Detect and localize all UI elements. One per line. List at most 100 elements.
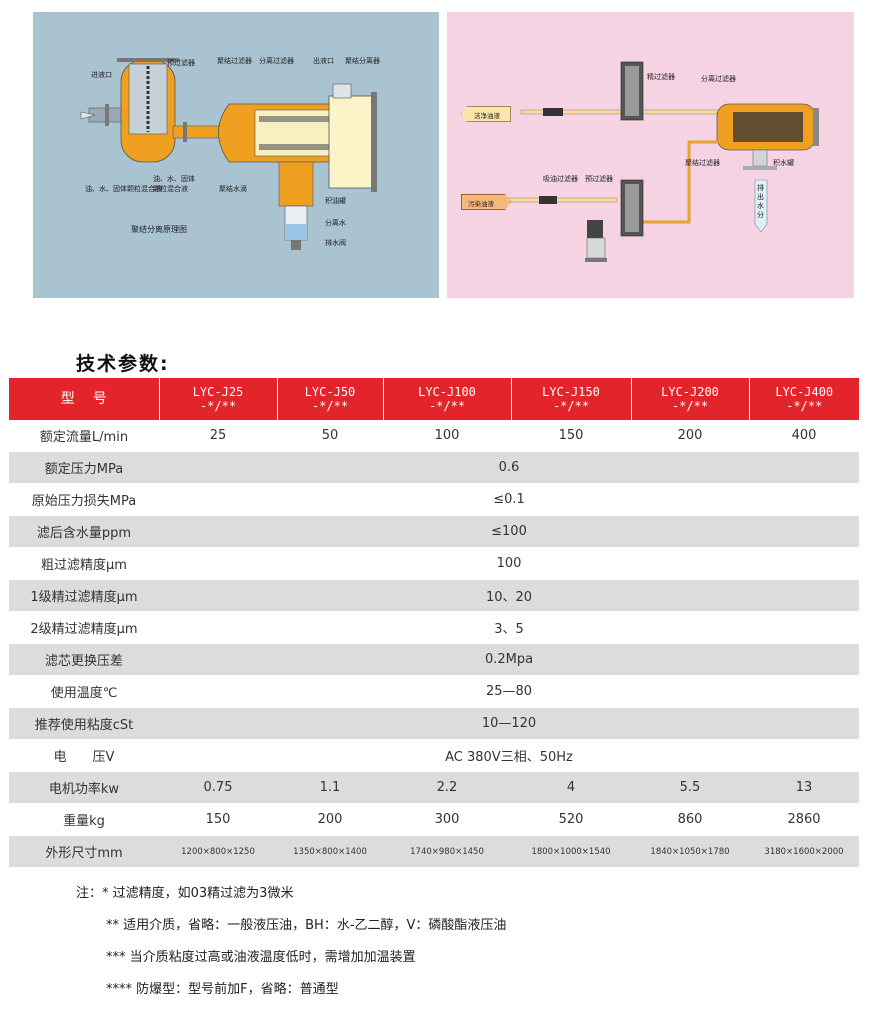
label-inlet: 进液口 <box>91 71 112 79</box>
label-fine-filter: 精过滤器 <box>647 73 675 81</box>
table-row: 2级精过滤精度μm 3、5 <box>9 611 859 644</box>
table-cell: 1840×1050×1780 <box>631 835 749 868</box>
model-header-label: 型号 <box>9 378 160 420</box>
table-cell: 1800×1000×1540 <box>511 835 631 868</box>
table-cell: 860 <box>631 803 749 836</box>
model-header-j100: LYC-J100-*/** <box>383 378 512 420</box>
table-cell-merged: AC 380V三相、50Hz <box>159 739 859 772</box>
note-3: *** 当介质粘度过高或油液温度低时，需增加加温装置 <box>106 950 416 965</box>
table-cell: 4 <box>511 771 631 804</box>
model-header-j150: LYC-J150-*/** <box>511 378 632 420</box>
label-separate-filter-right: 分离过滤器 <box>701 75 736 83</box>
table-cell: 13 <box>749 771 859 804</box>
label-dirty-oil: 污染油液 <box>468 200 494 208</box>
table-header-row: 型号 LYC-J25-*/** LYC-J50-*/** LYC-J100-*/… <box>9 378 859 420</box>
system-flow-diagram: 洁净油液 污染油液 精过滤器 分离过滤器 聚结过滤器 积水罐 排出水分 吸油过滤… <box>447 12 854 298</box>
table-row: 滤后含水量ppm ≤100 <box>9 515 859 548</box>
row-label: 电 压V <box>9 739 159 772</box>
row-label: 滤芯更换压差 <box>9 643 159 676</box>
row-label: 重量kg <box>9 803 159 836</box>
table-cell-merged: 3、5 <box>159 611 859 644</box>
table-cell-merged: 25—80 <box>159 675 859 708</box>
row-label: 额定流量L/min <box>9 420 159 452</box>
row-label: 粗过滤精度μm <box>9 547 159 580</box>
row-label: 滤后含水量ppm <box>9 515 159 548</box>
table-cell: 1350×800×1400 <box>277 835 383 868</box>
table-cell: 3180×1600×2000 <box>749 835 859 868</box>
model-header-j25: LYC-J25-*/** <box>159 378 278 420</box>
system-flow-illustration <box>506 61 819 262</box>
table-cell: 2.2 <box>383 771 511 804</box>
model-header-j50: LYC-J50-*/** <box>277 378 384 420</box>
label-coalesce-filter: 聚结过滤器 <box>217 57 252 65</box>
label-drain-out: 排出水分 <box>757 184 764 219</box>
table-cell-merged: 10—120 <box>159 707 859 740</box>
table-row: 原始压力损失MPa ≤0.1 <box>9 483 859 516</box>
row-label: 使用温度℃ <box>9 675 159 708</box>
note-2: ** 适用介质，省略：一般液压油，BH：水-乙二醇，V：磷酸酯液压油 <box>106 918 507 933</box>
label-separate-filter: 分离过滤器 <box>259 57 294 65</box>
label-coalesce-filter-right: 聚结过滤器 <box>685 159 720 167</box>
row-label: 电机功率kw <box>9 771 159 804</box>
table-cell: 0.75 <box>159 771 277 804</box>
row-label: 外形尺寸mm <box>9 835 159 868</box>
table-cell: 200 <box>277 803 383 836</box>
label-pre-filter-right: 预过滤器 <box>585 175 613 183</box>
label-water-drop: 聚结水滴 <box>219 185 247 193</box>
label-mixture-1: 油、水、固体颗粒混合液 <box>85 185 162 193</box>
table-row: 额定压力MPa 0.6 <box>9 451 859 484</box>
row-label: 推荐使用粘度cSt <box>9 707 159 740</box>
table-cell: 100 <box>383 420 511 452</box>
table-cell: 1740×980×1450 <box>383 835 511 868</box>
table-row: 推荐使用粘度cSt 10—120 <box>9 707 859 740</box>
table-row: 外形尺寸mm 1200×800×1250 1350×800×1400 1740×… <box>9 835 859 868</box>
table-cell: 150 <box>511 420 631 452</box>
label-mixture-2: 油、水、固体颗粒混合液 <box>153 175 195 193</box>
coalescing-separator-illustration <box>80 58 377 250</box>
row-label: 原始压力损失MPa <box>9 483 159 516</box>
table-cell: 300 <box>383 803 511 836</box>
clean-oil-arrow: 洁净油液 <box>461 106 511 122</box>
label-drain-valve: 排水阀 <box>325 239 346 247</box>
table-row: 粗过滤精度μm 100 <box>9 547 859 580</box>
label-suction-filter: 吸油过滤器 <box>543 175 578 183</box>
label-separated-water: 分离水 <box>325 219 346 227</box>
table-cell-merged: 0.2Mpa <box>159 643 859 676</box>
model-header-j400: LYC-J400-*/** <box>749 378 859 420</box>
label-coalesce-separator: 聚结分离器 <box>345 57 380 65</box>
tech-spec-table: 型号 LYC-J25-*/** LYC-J50-*/** LYC-J100-*/… <box>9 378 859 868</box>
table-cell: 400 <box>749 420 859 452</box>
model-header-j200: LYC-J200-*/** <box>631 378 750 420</box>
diagram-caption: 聚结分离原理图 <box>131 225 187 234</box>
row-label: 额定压力MPa <box>9 451 159 484</box>
label-clean-oil: 洁净油液 <box>474 112 500 120</box>
table-cell: 1200×800×1250 <box>159 835 277 868</box>
row-label: 1级精过滤精度μm <box>9 579 159 612</box>
section-title: 技术参数: <box>76 353 170 375</box>
table-cell: 5.5 <box>631 771 749 804</box>
table-row: 重量kg 150 200 300 520 860 2860 <box>9 803 859 836</box>
table-cell: 150 <box>159 803 277 836</box>
dirty-oil-arrow: 污染油液 <box>461 194 511 210</box>
row-label: 2级精过滤精度μm <box>9 611 159 644</box>
table-cell-merged: 10、20 <box>159 579 859 612</box>
table-cell: 2860 <box>749 803 859 836</box>
table-cell-merged: ≤0.1 <box>159 483 859 516</box>
label-water-tank: 积水罐 <box>773 159 794 167</box>
table-row: 电 压V AC 380V三相、50Hz <box>9 739 859 772</box>
table-row: 1级精过滤精度μm 10、20 <box>9 579 859 612</box>
label-oil-tank: 积油罐 <box>325 197 346 205</box>
table-row: 电机功率kw 0.75 1.1 2.2 4 5.5 13 <box>9 771 859 804</box>
table-row: 使用温度℃ 25—80 <box>9 675 859 708</box>
coalescing-principle-diagram: 进液口 预过滤器 聚结过滤器 分离过滤器 出液口 聚结分离器 油、水、固体颗粒混… <box>33 12 439 298</box>
table-row: 额定流量L/min 25 50 100 150 200 400 <box>9 420 859 452</box>
table-row: 滤芯更换压差 0.2Mpa <box>9 643 859 676</box>
table-cell-merged: 100 <box>159 547 859 580</box>
label-outlet: 出液口 <box>313 57 334 65</box>
label-pre-filter: 预过滤器 <box>167 59 195 67</box>
table-cell: 50 <box>277 420 383 452</box>
table-cell: 200 <box>631 420 749 452</box>
table-cell: 1.1 <box>277 771 383 804</box>
note-1: 注：* 过滤精度，如03精过滤为3微米 <box>76 886 294 901</box>
table-cell-merged: 0.6 <box>159 451 859 484</box>
